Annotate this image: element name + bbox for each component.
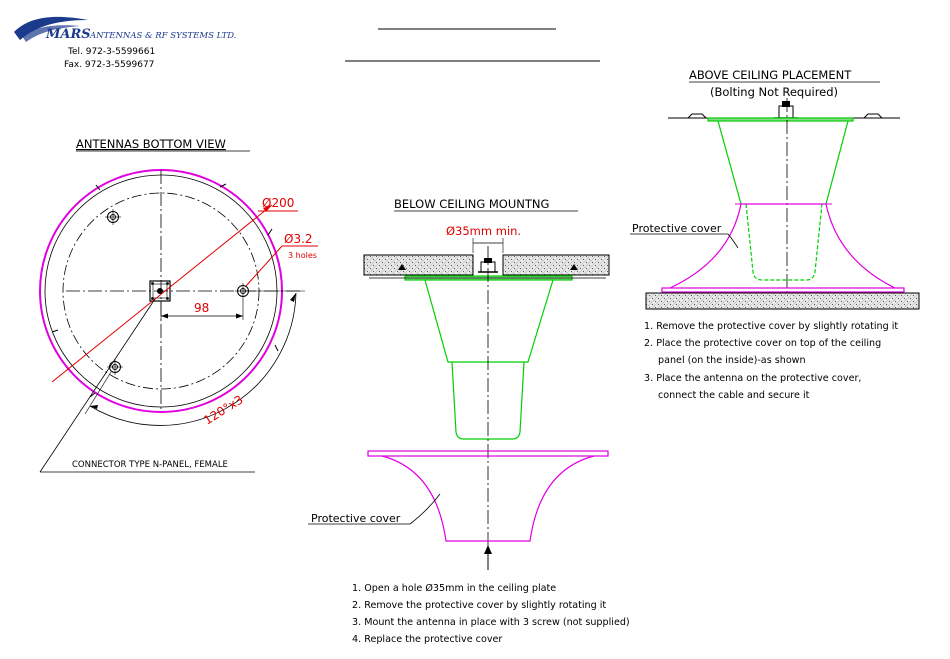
bottom-view: ANTENNAS BOTTOM VIEW	[39, 137, 318, 473]
ceiling-plate-right	[502, 254, 610, 276]
below-ceiling-view: BELOW CEILING MOUNTNG Ø35mm min.	[308, 197, 630, 645]
mounting-hole-icon	[235, 283, 251, 299]
above-step-2: 2. Place the protective cover on top of …	[644, 338, 881, 349]
antenna-body	[404, 275, 573, 440]
n-connector-icon	[149, 280, 171, 302]
below-cover-label: Protective cover	[311, 512, 401, 525]
above-ceiling-title: ABOVE CEILING PLACEMENT	[689, 68, 852, 82]
below-step-2: 2. Remove the protective cover by slight…	[352, 600, 606, 611]
connector-type-label: CONNECTOR TYPE N-PANEL, FEMALE	[72, 460, 228, 470]
insert-arrow-icon	[484, 545, 492, 554]
above-step-3: 3. Place the antenna on the protective c…	[644, 373, 861, 384]
diameter-dimension-line	[51, 204, 273, 383]
above-protective-cover	[661, 203, 905, 293]
antenna-connector-icon	[774, 101, 798, 119]
company-fax: Fax. 972-3-5599677	[64, 60, 154, 70]
company-tagline: ANTENNAS & RF SYSTEMS LTD.	[89, 31, 236, 41]
ceiling-slab	[645, 292, 920, 310]
below-step-3: 3. Mount the antenna in place with 3 scr…	[352, 617, 630, 628]
above-ceiling-view: ABOVE CEILING PLACEMENT (Bolting Not Req…	[630, 68, 920, 401]
company-logo: MARS ANTENNAS & RF SYSTEMS LTD.	[14, 16, 236, 42]
offset-label: 98	[194, 301, 209, 315]
above-step-3-cont: connect the cable and secure it	[658, 390, 810, 401]
mounting-hole-icon	[105, 209, 121, 225]
protective-cover	[367, 450, 609, 542]
hole-count-note: 3 holes	[288, 251, 317, 260]
above-antenna-body	[707, 117, 854, 281]
logo-swoosh-icon	[14, 16, 88, 40]
below-ceiling-title: BELOW CEILING MOUNTNG	[394, 197, 549, 211]
hole-size-label: Ø35mm min.	[446, 224, 521, 238]
company-name: MARS	[45, 27, 91, 42]
diameter-label: Ø200	[262, 196, 294, 210]
below-step-4: 4. Replace the protective cover	[352, 634, 502, 645]
ceiling-plate-left	[363, 254, 474, 276]
above-step-1: 1. Remove the protective cover by slight…	[644, 321, 898, 332]
company-tel: Tel. 972-3-5599661	[67, 47, 155, 57]
hole-diameter-label: Ø3.2	[284, 232, 313, 246]
above-cover-label: Protective cover	[632, 222, 722, 235]
angle-label: 120°x3	[201, 393, 245, 428]
above-step-2-cont: panel (on the inside)-as shown	[658, 355, 806, 366]
below-step-1: 1. Open a hole Ø35mm in the ceiling plat…	[352, 582, 556, 594]
bottom-view-title: ANTENNAS BOTTOM VIEW	[76, 137, 226, 151]
above-ceiling-subtitle: (Bolting Not Required)	[710, 85, 838, 99]
angle-dimension-arc	[89, 292, 297, 426]
